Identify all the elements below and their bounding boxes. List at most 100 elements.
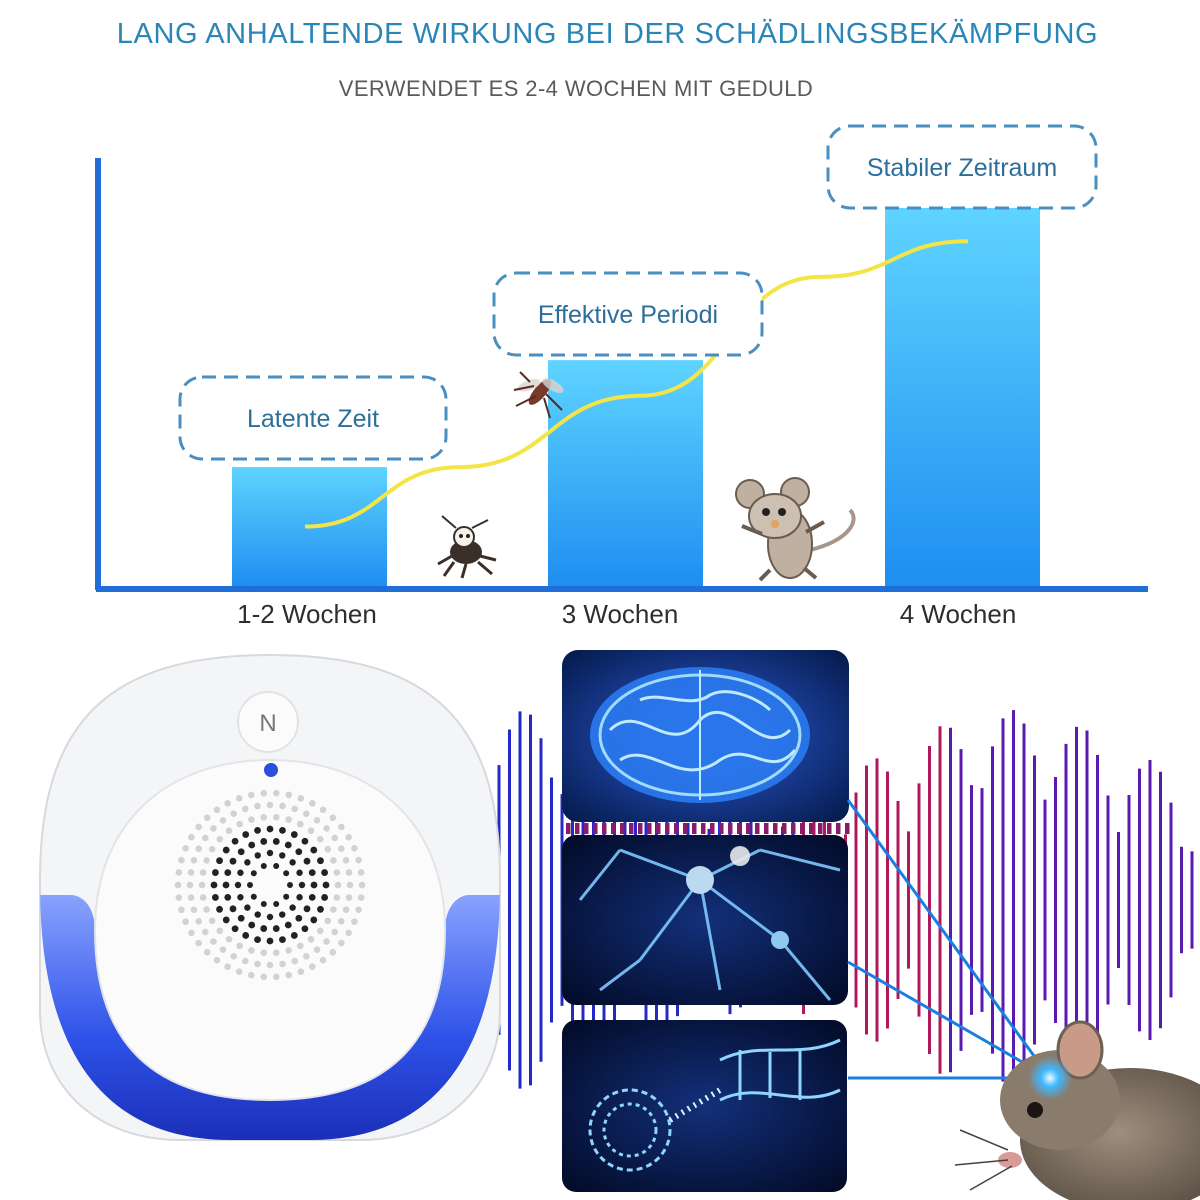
grille-hole <box>279 960 286 968</box>
grille-hole <box>198 881 206 889</box>
grille-hole <box>333 894 341 901</box>
stripe-segment <box>620 823 625 834</box>
grille-hole <box>224 869 232 877</box>
grille-hole <box>279 911 286 918</box>
grille-hole <box>225 827 233 835</box>
grille-hole <box>307 935 315 943</box>
grille-hole <box>225 935 233 943</box>
callout-box <box>492 271 764 357</box>
stripe-segment <box>665 823 670 834</box>
stripe-segment <box>728 823 733 834</box>
grille-hole <box>250 870 257 877</box>
grille-hole <box>236 942 243 950</box>
grille-hole <box>295 848 303 856</box>
callout-1: Latente Zeit <box>178 375 448 461</box>
x-tick-label: 4 Wochen <box>900 599 1017 629</box>
trend-curve <box>304 239 969 529</box>
grille-hole <box>203 948 211 956</box>
grille-hole <box>285 791 293 799</box>
grille-hole <box>272 949 280 957</box>
grille-hole <box>303 810 310 818</box>
grille-hole <box>338 939 345 947</box>
grille-hole <box>297 795 305 802</box>
grille-hole <box>216 927 224 935</box>
grille-hole <box>174 881 182 889</box>
grille-hole <box>323 825 330 832</box>
grille-hole <box>248 841 256 849</box>
grille-hole <box>337 845 345 852</box>
stripe-segment <box>782 823 787 834</box>
stripe-segment <box>827 823 832 834</box>
grille-hole <box>195 939 202 947</box>
grille-hole <box>229 857 237 865</box>
stripe-segment <box>593 823 598 834</box>
stripe-segment <box>746 823 751 834</box>
grille-hole <box>178 856 185 864</box>
beam-line <box>846 799 1052 1079</box>
grille-hole <box>279 936 286 943</box>
status-led <box>264 763 278 777</box>
grille-hole <box>291 805 299 813</box>
grille-hole <box>316 927 324 935</box>
grille-hole <box>236 820 243 828</box>
grille-hole <box>247 971 255 979</box>
grille-hole <box>188 929 195 937</box>
grille-hole <box>175 869 183 876</box>
neuron-panel <box>562 835 848 1005</box>
grille-hole <box>213 806 221 814</box>
grille-hole <box>310 846 318 854</box>
grille-hole <box>273 901 280 908</box>
grille-hole <box>279 827 286 834</box>
grille-hole <box>224 963 231 970</box>
grille-hole <box>310 881 318 889</box>
grille-hole <box>266 801 274 809</box>
stripe-segment <box>629 823 634 834</box>
speaker-grille <box>174 789 366 981</box>
grille-hole <box>201 834 209 842</box>
n-button[interactable] <box>237 691 299 753</box>
stripe-segment <box>575 823 580 834</box>
ultrasonic-repeller-device: N <box>39 653 501 1141</box>
grille-hole <box>260 901 267 908</box>
grille-hole <box>331 928 339 936</box>
grille-hole <box>289 904 296 911</box>
stripe-segment <box>755 823 760 834</box>
grille-hole <box>250 893 257 900</box>
neuron-icon <box>578 846 841 1001</box>
grille-hole <box>254 911 261 918</box>
grille-hole <box>266 961 274 969</box>
grille-hole <box>295 914 303 922</box>
callout-label: Stabiler Zeitraum <box>867 154 1057 182</box>
grille-hole <box>334 881 342 889</box>
grille-hole <box>266 913 274 921</box>
stripe-segment <box>566 823 571 834</box>
stripe-segment <box>836 823 841 834</box>
grille-hole <box>242 831 250 838</box>
brain-panel <box>562 650 849 822</box>
grille-hole <box>329 948 337 956</box>
bar-2 <box>548 360 703 586</box>
grille-hole <box>355 856 362 864</box>
grille-hole <box>321 894 328 901</box>
grille-hole <box>303 952 310 960</box>
grille-hole <box>279 852 286 859</box>
grille-hole <box>279 802 286 810</box>
stripe-segment <box>674 823 679 834</box>
stripe-segment <box>638 823 643 834</box>
grille-hole <box>195 845 203 852</box>
stripe-segment <box>791 823 796 834</box>
grille-hole <box>319 806 327 814</box>
grille-hole <box>212 869 219 876</box>
grille-hole <box>301 925 309 933</box>
n-button-label: N <box>259 710 276 737</box>
grille-hole <box>222 881 230 889</box>
grille-hole <box>272 813 280 821</box>
grille-hole <box>298 881 306 889</box>
callout-box <box>826 124 1098 210</box>
stripe-segment <box>647 823 652 834</box>
x-tick-label: 1-2 Wochen <box>237 599 377 629</box>
grille-hole <box>212 894 219 901</box>
grille-hole <box>254 802 261 810</box>
grille-hole <box>260 838 268 845</box>
grille-hole <box>290 831 298 838</box>
